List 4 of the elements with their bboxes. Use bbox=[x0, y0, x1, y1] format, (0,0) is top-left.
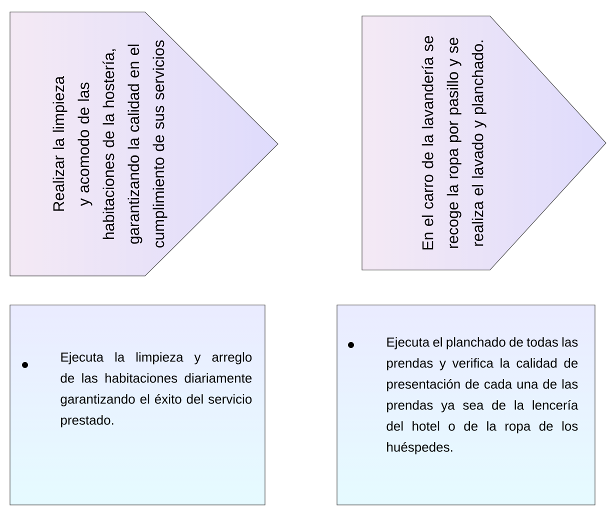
arrow-shape-box: En el carro de la lavandería se recoge la ropa por pasillo y se realiza el lavado y planchado. bbox=[362, 16, 606, 270]
arrow-shape-box: Realizar la limpieza y acomodo de las habitaciones de la hostería, garantizando la calidad en el cumplimiento de sus servicios bbox=[10, 12, 278, 276]
text-box: Ejecuta la limpieza y arreglo de las habitaciones diariamente garantizando el éxito del servicio prestado. bbox=[10, 304, 266, 506]
text-box: Ejecuta el planchado de todas las prendas y verifica la calidad de presentación de cada una de las prendas ya sea de la lencería del hotel o de la ropa de los huéspedes. bbox=[336, 304, 596, 506]
